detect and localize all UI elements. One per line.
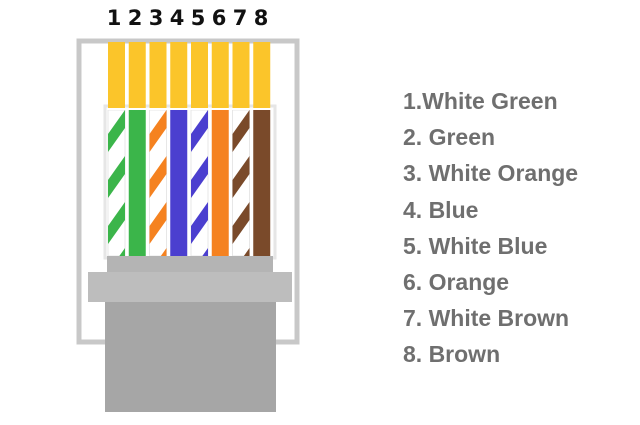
legend-item-2: 2. Green [403,124,496,151]
contact-pin-3 [149,42,167,108]
pin-number-7: 7 [232,6,248,30]
wire-5 [190,110,209,256]
pin-number-row: 1 2 3 4 5 6 7 8 [103,5,273,31]
pin-number-3: 3 [148,6,164,30]
pin-number-4: 4 [169,6,185,30]
wire-group [107,110,271,256]
legend-item-7: 7. White Brown [403,305,570,332]
cable-boot [105,302,276,412]
wire-6 [211,110,229,256]
wire-2 [128,110,146,256]
wire-4 [170,110,188,256]
gold-contacts [108,42,271,108]
legend-item-6: 6. Orange [403,268,510,295]
pin-number-5: 5 [190,6,206,30]
pin-number-2: 2 [127,6,143,30]
legend-item-5: 5. White Blue [403,232,548,259]
contact-pin-1 [108,42,125,108]
contact-pin-2 [128,42,146,108]
legend-item-3: 3. White Orange [403,160,579,187]
collar [88,272,292,302]
crimp-bar [107,256,273,272]
pin-number-6: 6 [211,6,227,30]
legend-item-4: 4. Blue [403,196,479,223]
wire-1 [107,110,126,256]
contact-pin-5 [191,42,208,108]
contact-pin-4 [170,42,188,108]
wire-3 [149,110,167,256]
contact-pin-7 [232,42,250,108]
pin-number-8: 8 [253,6,269,30]
wire-color-legend: 1.White Green 2. Green 3. White Orange 4… [403,86,578,376]
rj45-connector-diagram [76,38,300,412]
contact-pin-8 [253,42,271,108]
wire-8 [253,110,271,256]
wire-7 [232,110,250,256]
legend-item-8: 8. Brown [403,341,501,368]
legend-item-1: 1.White Green [403,88,558,114]
contact-pin-6 [211,42,229,108]
pin-number-1: 1 [106,6,122,30]
